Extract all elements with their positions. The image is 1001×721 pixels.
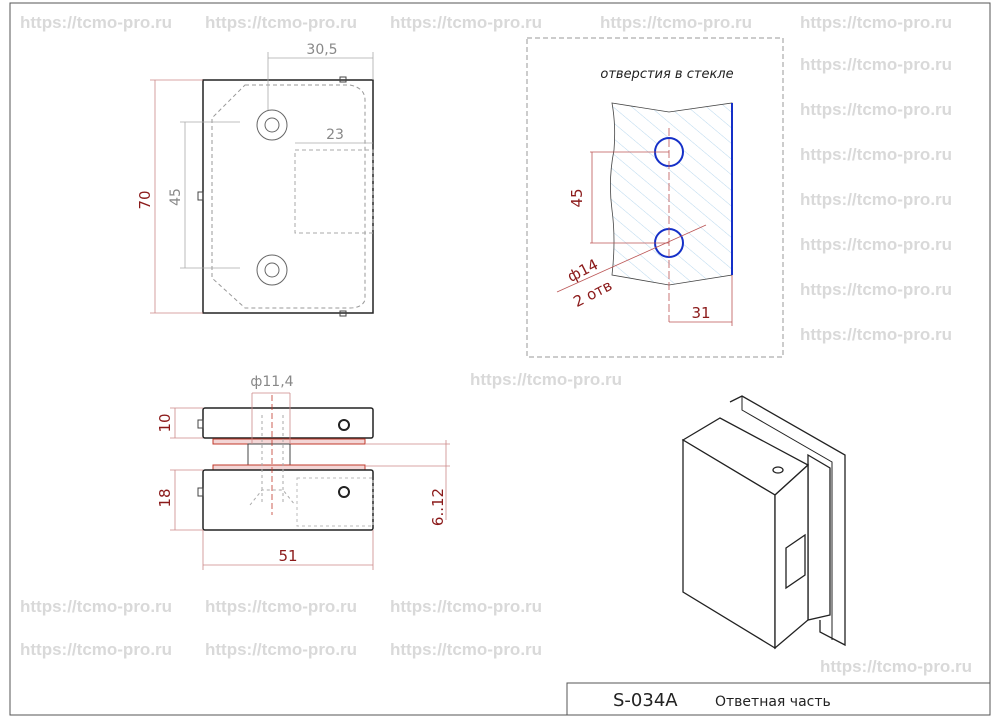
side-slot (785, 533, 806, 590)
watermark-text: https://tcmo-pro.ru (20, 13, 172, 32)
watermark-text: https://tcmo-pro.ru (800, 190, 952, 209)
glass-panel (610, 102, 733, 286)
dim-width-51: 51 (278, 547, 297, 565)
dim-glass-edge-31: 31 (691, 304, 710, 322)
isometric-view (681, 395, 846, 650)
watermark-text: https://tcmo-pro.ru (20, 597, 172, 616)
watermark-text: https://tcmo-pro.ru (820, 657, 972, 676)
watermark-text: https://tcmo-pro.ru (800, 235, 952, 254)
watermark-text: https://tcmo-pro.ru (390, 13, 542, 32)
dim-slot-23: 23 (326, 127, 344, 143)
dim-holes-45: 45 (168, 188, 184, 206)
part-code: S-034A (613, 690, 678, 711)
dim-pin-diameter: ф11,4 (250, 374, 293, 390)
dim-top-block-10: 10 (156, 413, 174, 432)
front-view (150, 52, 374, 317)
side-view (170, 392, 450, 570)
front-body-outline (202, 79, 374, 314)
dim-height-70: 70 (136, 190, 154, 209)
bottom-block (202, 469, 374, 531)
watermark-text: https://tcmo-pro.ru (20, 640, 172, 659)
dim-top-30-5: 30,5 (306, 42, 337, 58)
glass-view (526, 37, 784, 358)
title-block (566, 682, 991, 716)
front-slot-hidden (294, 149, 374, 234)
watermark-text: https://tcmo-pro.ru (205, 597, 357, 616)
pin (247, 443, 291, 466)
watermark-text: https://tcmo-pro.ru (390, 597, 542, 616)
watermark-text: https://tcmo-pro.ru (390, 640, 542, 659)
gasket-edge (807, 453, 831, 621)
watermark-text: https://tcmo-pro.ru (800, 55, 952, 74)
glass-view-frame (526, 37, 784, 358)
watermark-text: https://tcmo-pro.ru (800, 100, 952, 119)
dim-glass-range: 6..12 (429, 488, 447, 526)
watermark-text: https://tcmo-pro.ru (800, 145, 952, 164)
watermark-text: https://tcmo-pro.ru (205, 640, 357, 659)
watermark-text: https://tcmo-pro.ru (600, 13, 752, 32)
dim-glass-holes-45: 45 (568, 188, 586, 207)
front-hole-bottom (256, 254, 288, 286)
front-inner-outline (211, 84, 366, 309)
watermark-layer: https://tcmo-pro.ru https://tcmo-pro.ru ht… (20, 13, 972, 676)
watermark-text: https://tcmo-pro.ru (470, 370, 622, 389)
part-name: Ответная часть (715, 694, 831, 710)
sheet-border (9, 2, 991, 716)
front-hole-top (256, 109, 288, 141)
gasket-top (212, 438, 366, 445)
screw-hole (772, 466, 784, 474)
dim-bottom-block-18: 18 (156, 488, 174, 507)
watermark-text: https://tcmo-pro.ru (800, 280, 952, 299)
watermark-text: https://tcmo-pro.ru (205, 13, 357, 32)
glass-view-title: отверстия в стекле (600, 67, 733, 82)
watermark-text: https://tcmo-pro.ru (800, 325, 952, 344)
watermark-text: https://tcmo-pro.ru (800, 13, 952, 32)
